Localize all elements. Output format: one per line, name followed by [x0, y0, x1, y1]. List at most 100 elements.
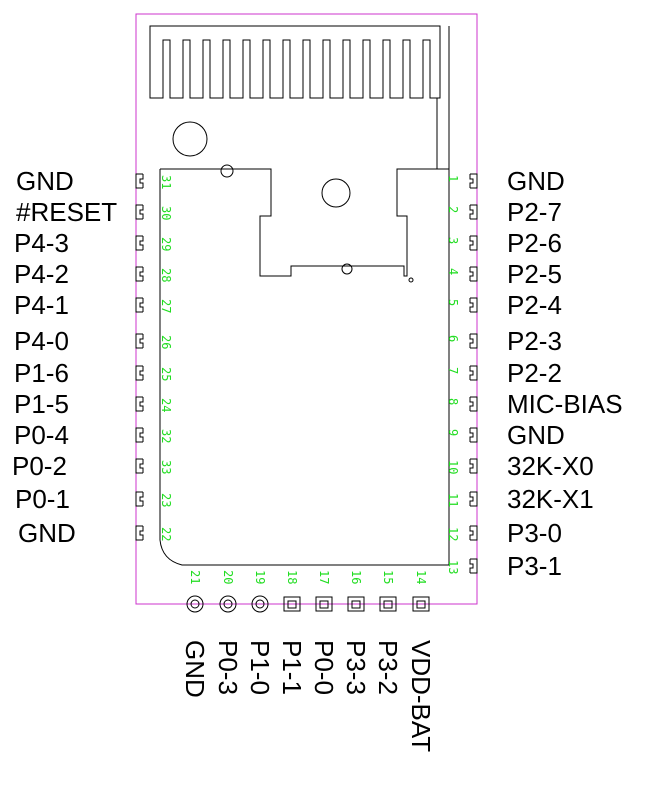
pin-number-30: 30	[159, 206, 173, 220]
pin-label-p1-1: P1-1	[277, 640, 307, 695]
pin-label-p1-0: P1-0	[245, 640, 275, 695]
pin-label-p0-3: P0-3	[213, 640, 243, 695]
pin-label-gnd: GND	[507, 420, 565, 450]
pin-number-25: 25	[159, 367, 173, 381]
pin-number-28: 28	[159, 268, 173, 282]
pin-label-p2-5: P2-5	[507, 259, 562, 289]
right-pad-3	[469, 235, 478, 251]
bottom-pad-21	[186, 595, 204, 613]
pin-label-p3-3: P3-3	[341, 640, 371, 695]
left-pad-26	[135, 333, 144, 349]
right-pad-11	[469, 491, 478, 507]
pin-number-4: 4	[446, 268, 460, 275]
right-pad-13	[469, 558, 478, 574]
pin-label-p2-6: P2-6	[507, 228, 562, 258]
antenna-trace	[149, 25, 450, 169]
bottom-pad-17	[315, 596, 333, 612]
pin-label-p2-7: P2-7	[507, 197, 562, 227]
pin-label-vdd-bat: VDD-BAT	[406, 640, 436, 752]
pin-label-p2-4: P2-4	[507, 290, 562, 320]
right-pad-12	[469, 525, 478, 541]
pin-number-19: 19	[253, 570, 267, 584]
bottom-pad-14	[412, 596, 430, 612]
pin-label-gnd: GND	[18, 518, 76, 548]
pin-number-15: 15	[381, 570, 395, 584]
pin-number-2: 2	[446, 206, 460, 213]
mounting-hole	[172, 121, 208, 157]
bottom-pad-15	[379, 596, 397, 612]
pin-number-32: 32	[159, 429, 173, 443]
bottom-pin-pads	[186, 595, 430, 613]
right-pad-4	[469, 266, 478, 282]
pin-label-gnd: GND	[16, 166, 74, 196]
pin-number-8: 8	[446, 398, 460, 405]
right-pad-5	[469, 297, 478, 313]
pin-number-3: 3	[446, 237, 460, 244]
shield-outline	[159, 164, 450, 566]
right-pin-pads	[469, 173, 478, 574]
pin-number-23: 23	[159, 493, 173, 507]
pin-number-20: 20	[221, 570, 235, 584]
pin-label-32k-x1: 32K-X1	[507, 484, 594, 514]
left-pad-31	[135, 173, 144, 189]
pin-label-p4-3: P4-3	[14, 228, 69, 258]
left-pad-30	[135, 204, 144, 220]
pin-label-p0-0: P0-0	[309, 640, 339, 695]
pin-numbers: 3130292827262524323323221234567891011121…	[159, 175, 460, 584]
pin-number-33: 33	[159, 460, 173, 474]
pin-label-p3-2: P3-2	[373, 640, 403, 695]
pin-label-mic-bias: MIC-BIAS	[507, 389, 623, 419]
left-pad-25	[135, 365, 144, 381]
right-pad-1	[469, 173, 478, 189]
pin-number-5: 5	[446, 299, 460, 306]
pin-label-p0-1: P0-1	[15, 484, 70, 514]
bottom-pad-18	[283, 596, 301, 612]
pin-label-reset: #RESET	[16, 197, 117, 227]
pin-number-14: 14	[414, 570, 428, 584]
pin-number-22: 22	[159, 527, 173, 541]
left-pad-24	[135, 396, 144, 412]
pin-label-p0-2: P0-2	[12, 451, 67, 481]
right-pad-10	[469, 458, 478, 474]
bottom-pad-16	[347, 596, 365, 612]
board-outline	[135, 13, 478, 605]
pin-number-31: 31	[159, 175, 173, 189]
pin-label-p3-1: P3-1	[507, 551, 562, 581]
left-pad-29	[135, 235, 144, 251]
pin-number-17: 17	[317, 570, 331, 584]
left-pad-28	[135, 266, 144, 282]
pin-number-21: 21	[188, 570, 202, 584]
right-pad-2	[469, 204, 478, 220]
left-pad-22	[135, 525, 144, 541]
pin-label-p3-0: P3-0	[507, 518, 562, 548]
left-pin-pads	[135, 173, 144, 541]
pin-number-13: 13	[446, 560, 460, 574]
pin-label-p2-2: P2-2	[507, 358, 562, 388]
pin-number-10: 10	[446, 460, 460, 474]
left-pad-33	[135, 458, 144, 474]
pin-number-1: 1	[446, 175, 460, 182]
pin-label-p1-5: P1-5	[14, 389, 69, 419]
pin-number-9: 9	[446, 429, 460, 436]
pin-label-p4-0: P4-0	[14, 326, 69, 356]
pin-label-p0-4: P0-4	[14, 420, 69, 450]
pin-label-p4-1: P4-1	[14, 290, 69, 320]
pin-label-32k-x0: 32K-X0	[507, 451, 594, 481]
pin-number-7: 7	[446, 367, 460, 374]
left-pad-27	[135, 297, 144, 313]
pin-number-11: 11	[446, 493, 460, 507]
pin-label-p2-3: P2-3	[507, 326, 562, 356]
left-pin-labels: GND#RESETP4-3P4-2P4-1P4-0P1-6P1-5P0-4P0-…	[12, 166, 117, 548]
pin-number-6: 6	[446, 335, 460, 342]
pin-label-p1-6: P1-6	[14, 358, 69, 388]
right-pin-labels: GNDP2-7P2-6P2-5P2-4P2-3P2-2MIC-BIASGND32…	[507, 166, 623, 581]
left-pad-23	[135, 491, 144, 507]
right-pad-6	[469, 333, 478, 349]
pin-number-27: 27	[159, 299, 173, 313]
pin-label-gnd: GND	[507, 166, 565, 196]
left-pad-32	[135, 427, 144, 443]
pin-label-p4-2: P4-2	[14, 259, 69, 289]
pin-label-gnd: GND	[180, 640, 210, 698]
pin-number-26: 26	[159, 335, 173, 349]
